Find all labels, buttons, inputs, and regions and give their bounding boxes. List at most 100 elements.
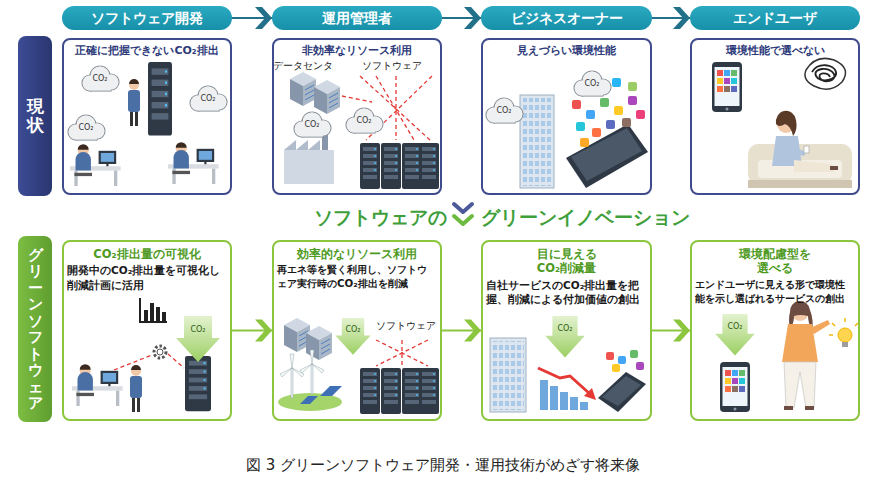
- choice-scene-part: [715, 314, 755, 355]
- efficient-scene-part: [306, 326, 332, 360]
- box-title: 見えづらい環境性能: [486, 44, 647, 58]
- box-title: 運用管理者: [322, 10, 392, 27]
- choice-scene: [715, 301, 858, 412]
- efficient-scene-part: [278, 393, 342, 411]
- label-text: ソフトウェア: [376, 320, 436, 332]
- developer-scene-part: [68, 115, 105, 140]
- box-body: 自社サービスのCO₂排出量を把 握、削減による付加価値の創出: [486, 278, 647, 306]
- datacenter-scene-part-part: [342, 96, 372, 102]
- efficient-scene-part: [280, 354, 304, 398]
- visualize-scene-part-part: [144, 310, 148, 321]
- down-chevron-part: [454, 204, 472, 212]
- box-title: ソフトウェア開発: [91, 10, 203, 27]
- visualize-scene-part: [114, 354, 184, 370]
- reduction-scene-part: [560, 392, 568, 410]
- box-body: 開発中のCO₂排出量を可視化し 削減計画に活用: [67, 263, 227, 291]
- solution-box: 環境配慮型を 選べるエンドユーザに見える形で環境性 能を示し選ばれるサービスの創…: [690, 240, 860, 421]
- chevron-head: [464, 320, 481, 342]
- visualize-scene-part: [140, 298, 167, 322]
- user-scene-part: [712, 62, 742, 112]
- box-title: 環境配慮型を 選べる: [735, 247, 816, 276]
- flow-connector: [442, 320, 481, 342]
- choice-scene-part-part: [829, 334, 833, 335]
- user-scene-part-part: [804, 146, 809, 153]
- developer-scene-part: [148, 62, 172, 136]
- status-box: 見えづらい環境性能: [481, 38, 652, 195]
- developer-scene-part: [128, 79, 140, 126]
- box-title: CO₂排出量の可視化: [67, 247, 227, 261]
- box-title: 非効率なリソース利用: [277, 44, 437, 58]
- developer-scene-part: [190, 86, 227, 111]
- chevron-head: [255, 7, 272, 29]
- business-scene-part-part: [612, 78, 621, 87]
- business-scene-part-part: [586, 110, 595, 119]
- box-body: エンドユーザに見える形で環境性 能を示し選ばれるサービスの創出: [695, 278, 855, 306]
- efficient-scene-part: [335, 318, 370, 355]
- down-chevron: [454, 204, 472, 224]
- reduction-scene-part: [606, 352, 614, 360]
- reduction-scene: [490, 316, 646, 412]
- label-text: CO₂: [190, 325, 205, 334]
- choice-scene-part-part: [832, 323, 835, 326]
- label-text: CO₂: [584, 79, 599, 88]
- flow-connector: [652, 7, 690, 29]
- flow-connector: [652, 320, 690, 342]
- business-scene-part-part: [614, 106, 623, 115]
- reduction-scene-part: [618, 356, 626, 364]
- choice-scene-part-part: [855, 323, 858, 326]
- reduction-scene-part: [636, 362, 644, 370]
- label-text: CO₂: [496, 106, 511, 115]
- box-title: 効率的なリソース利用: [277, 247, 437, 261]
- user-scene-part-part: [830, 166, 838, 170]
- label-text: CO₂: [78, 123, 93, 132]
- label-text: ソフトウェア: [362, 60, 422, 72]
- choice-scene-part-part: [805, 406, 814, 410]
- reduction-scene-part: [598, 372, 646, 412]
- user-scene-part: [812, 65, 836, 81]
- status-box: 正確に把握できないCO₂排出: [62, 38, 232, 195]
- visualize-scene-part-part: [156, 307, 160, 321]
- flow-connector: [232, 7, 272, 29]
- choice-scene-part: [842, 342, 848, 347]
- business-scene-part-part: [576, 122, 585, 131]
- user-scene-part-part: [748, 180, 852, 188]
- reduction-scene-part: [538, 368, 590, 394]
- flow-connector: [442, 7, 481, 29]
- choice-scene-part: [720, 362, 750, 412]
- user-scene-part-part: [748, 144, 852, 184]
- box-title: 正確に把握できないCO₂排出: [67, 44, 227, 58]
- solution-box: CO₂排出量の可視化開発中のCO₂排出量を可視化し 削減計画に活用: [62, 240, 232, 421]
- visualize-scene: [72, 298, 220, 412]
- choice-scene-part: [838, 328, 852, 342]
- role-header: ビジネスオーナー: [481, 6, 652, 30]
- user-scene: [712, 58, 852, 188]
- reduction-scene-part: [550, 386, 558, 410]
- reduction-scene-part: [545, 316, 585, 357]
- developer-scene-part: [82, 66, 119, 91]
- choice-scene-part-part: [784, 362, 816, 408]
- choice-scene-part: [829, 318, 858, 335]
- efficient-scene-part: [360, 368, 380, 414]
- banner-text: グリーンイノベーション: [481, 207, 690, 229]
- user-scene-part: [748, 111, 852, 188]
- role-header: 運用管理者: [272, 6, 442, 30]
- business-scene-part: [520, 95, 554, 188]
- business-scene-part-part: [572, 100, 581, 109]
- visualize-scene-part-part: [114, 355, 152, 370]
- datacenter-scene-part: [294, 112, 331, 137]
- visualize-scene-part: [154, 346, 166, 358]
- datacenter-scene-part: [419, 143, 439, 189]
- visualize-scene-part: [157, 349, 163, 355]
- role-header: エンドユーザ: [690, 6, 860, 30]
- reduction-scene-part: [584, 388, 596, 400]
- efficient-scene-part: [300, 396, 318, 404]
- user-scene-part-part: [790, 146, 806, 156]
- datacenter-scene-part: [360, 143, 380, 189]
- business-scene-part-part: [600, 98, 609, 107]
- datacenter-scene: [284, 72, 439, 189]
- label-text: データセンタ: [273, 60, 333, 72]
- business-scene-part: [574, 71, 611, 96]
- visualize-scene-part-part: [168, 354, 184, 368]
- label-text: CO₂: [304, 120, 319, 129]
